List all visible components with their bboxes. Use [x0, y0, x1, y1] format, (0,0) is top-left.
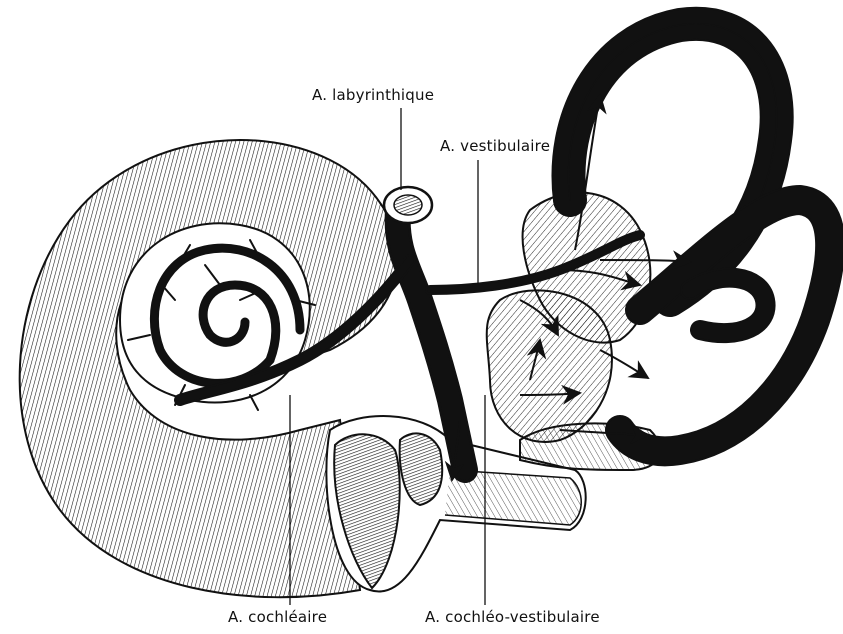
label-a-cochleaire: A. cochléaire	[228, 608, 327, 626]
label-a-vestibulaire: A. vestibulaire	[440, 137, 550, 155]
label-a-labyrinthique: A. labyrinthique	[312, 86, 434, 104]
label-a-cochleo-vestibulaire: A. cochléo-vestibulaire	[425, 608, 600, 626]
